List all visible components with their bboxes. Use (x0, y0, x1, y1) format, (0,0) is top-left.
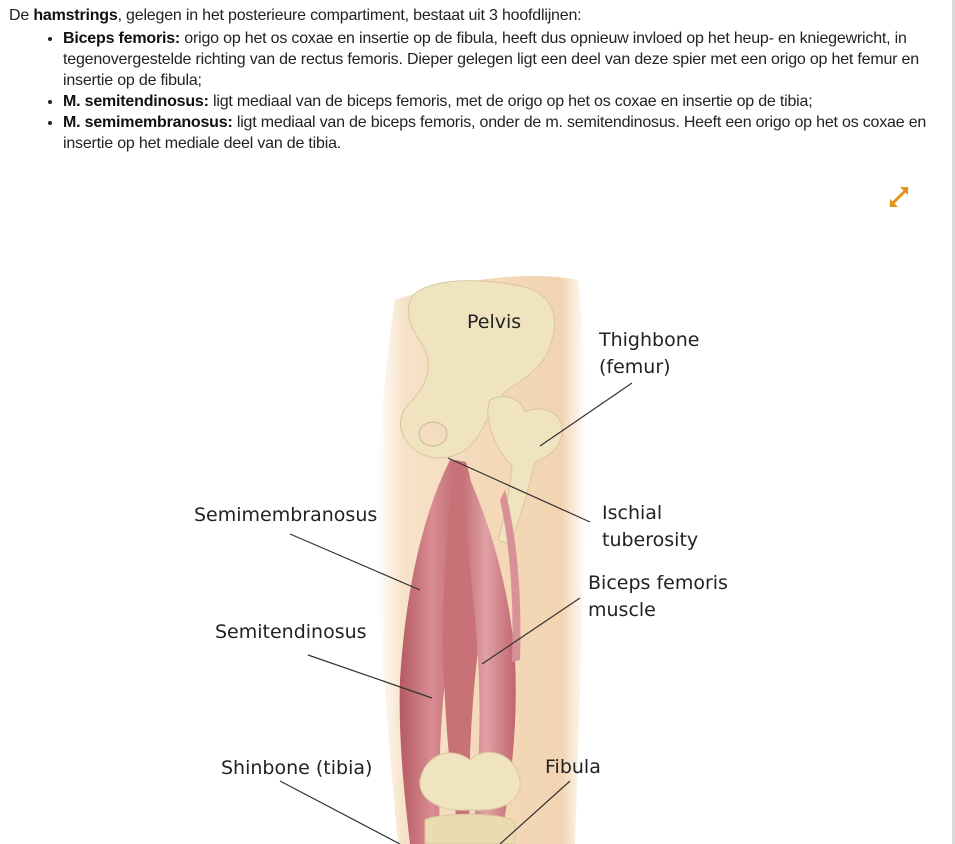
leader-line-fibula (499, 780, 571, 844)
leader-line-biceps (481, 597, 581, 665)
femur-condyle (419, 751, 521, 811)
list-item-text: ligt mediaal van de biceps femoris, met … (208, 93, 813, 110)
leader-line-ischial (447, 457, 591, 523)
tibia-head (424, 813, 516, 844)
label-semimembranosus: Semimembranosus (194, 504, 377, 526)
scrollbar-edge[interactable] (952, 0, 955, 844)
list-item-term: M. semimembranosus: (63, 114, 233, 131)
expand-arrows-icon[interactable] (886, 184, 912, 210)
list-item-biceps: Biceps femoris: origo op het os coxae en… (63, 28, 930, 91)
label-ischial: Ischial (602, 502, 662, 524)
list-item-semimembranosus: M. semimembranosus: ligt mediaal van de … (63, 112, 930, 154)
label-thighbone: Thighbone (598, 329, 699, 351)
biceps-short-head (500, 490, 521, 662)
list-item-term: Biceps femoris: (63, 30, 181, 47)
label-femur: (femur) (599, 356, 671, 378)
intro-paragraph: De hamstrings, gelegen in het posterieur… (9, 5, 939, 26)
label-semitendinosus: Semitendinosus (215, 621, 367, 643)
label-shinbone: Shinbone (tibia) (221, 757, 372, 779)
label-pelvis: Pelvis (467, 311, 521, 333)
label-tuberosity: tuberosity (602, 529, 698, 551)
list-item-term: M. semitendinosus: (63, 93, 209, 110)
list-item-semitendinosus: M. semitendinosus: ligt mediaal van de b… (63, 91, 930, 112)
intro-bold-term: hamstrings (33, 7, 118, 24)
leader-lines (279, 382, 633, 844)
muscle-list: Biceps femoris: origo op het os coxae en… (0, 28, 930, 154)
intro-suffix: , gelegen in het posterieure compartimen… (117, 7, 582, 24)
obturator-foramen (418, 421, 448, 447)
list-item-text: ligt mediaal van de biceps femoris, onde… (63, 114, 927, 152)
leader-line-semimembranosus (289, 533, 421, 591)
leader-line-tibia (279, 780, 401, 844)
leader-line-femur (539, 382, 633, 447)
label-biceps-femoris: Biceps femoris (588, 572, 728, 594)
label-fibula: Fibula (545, 756, 601, 778)
list-item-text: origo op het os coxae en insertie op de … (63, 30, 919, 89)
pelvis-bone (400, 280, 555, 459)
intro-prefix: De (9, 7, 34, 24)
biceps-femoris-muscle (462, 462, 516, 844)
label-muscle: muscle (588, 599, 656, 621)
leader-line-semitendinosus (307, 654, 433, 699)
